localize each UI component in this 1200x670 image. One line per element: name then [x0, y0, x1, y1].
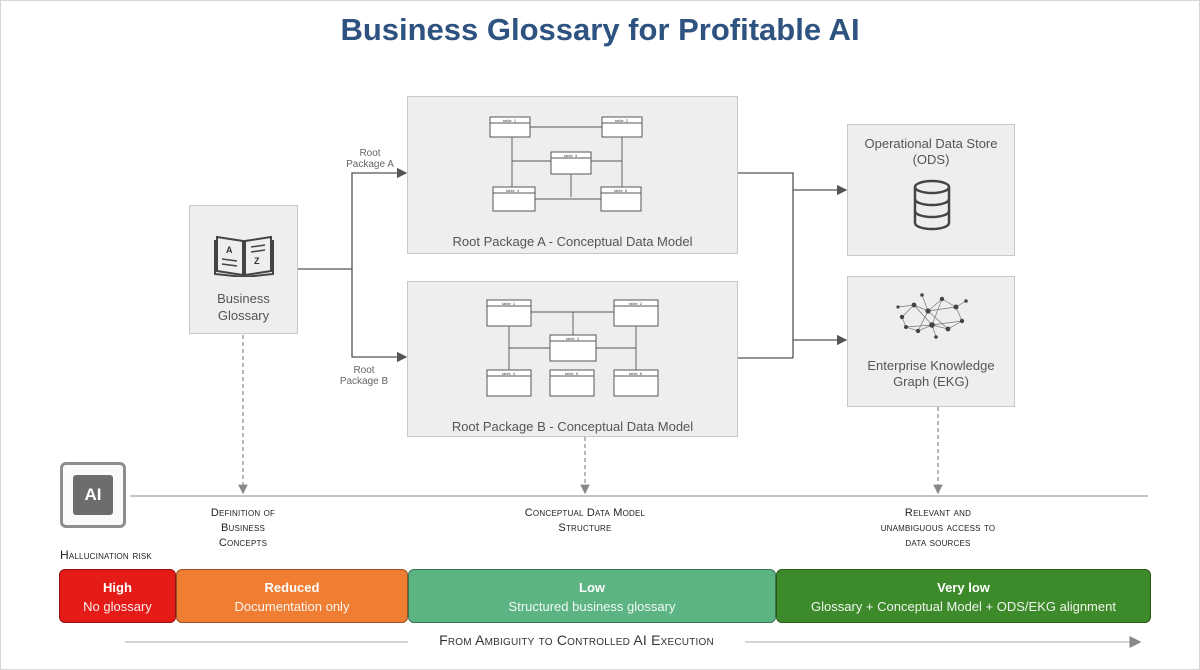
- package-a-caption: Root Package A - Conceptual Data Model: [452, 234, 693, 249]
- book-letter-z: Z: [254, 256, 260, 266]
- knowledge-graph-icon: [896, 293, 968, 339]
- business-glossary-box: A Z Business Glossary: [189, 205, 298, 334]
- pkg-b-table-label: table_2: [629, 301, 643, 306]
- risk-description: Structured business glossary: [508, 599, 676, 614]
- structure-caption-line1: Conceptual Data Model: [524, 507, 646, 519]
- package-b-model-diagram: table_1 table_2 table_3 table_4 table_5 …: [486, 299, 659, 397]
- definition-caption-line3: Concepts: [218, 537, 268, 549]
- ekg-box: Enterprise Knowledge Graph (EKG): [847, 276, 1015, 407]
- access-caption-line1: Relevant and: [904, 507, 972, 519]
- risk-segment-reduced: Reduced Documentation only: [176, 569, 408, 623]
- access-caption-line3: data sources: [905, 537, 971, 549]
- risk-level: Very low: [937, 580, 990, 595]
- root-package-a-box: table_1 table_2 table_3 table_4 table_5 …: [407, 96, 738, 254]
- ekg-label-line2: Graph (EKG): [893, 374, 969, 389]
- footer-caption: From Ambiguity to Controlled AI Executio…: [439, 632, 714, 648]
- structure-caption: Conceptual Data Model Structure: [490, 506, 680, 536]
- definition-caption: Definition of Business Concepts: [178, 506, 308, 551]
- risk-description: Glossary + Conceptual Model + ODS/EKG al…: [811, 599, 1116, 614]
- ods-box: Operational Data Store (ODS): [847, 124, 1015, 256]
- pkg-b-table-label: table_4: [502, 371, 516, 376]
- pkg-b-table-label: table_3: [566, 336, 580, 341]
- risk-level: Reduced: [264, 580, 320, 595]
- pkg-a-table-label: table_5: [614, 188, 628, 193]
- glossary-label-line1: Business: [217, 291, 270, 306]
- pkg-a-table-label: table_1: [503, 118, 517, 123]
- risk-segment-very-low: Very low Glossary + Conceptual Model + O…: [776, 569, 1151, 623]
- definition-caption-line2: Business: [220, 522, 266, 534]
- pkg-b-table-label: table_6: [629, 371, 643, 376]
- root-package-b-box: table_1 table_2 table_3 table_4 table_5 …: [407, 281, 738, 437]
- package-a-side-label-line1: Root: [359, 148, 381, 159]
- package-b-caption: Root Package B - Conceptual Data Model: [451, 419, 694, 434]
- package-b-side-label-line2: Package B: [339, 376, 389, 387]
- ods-label-line1: Operational Data Store: [864, 136, 998, 151]
- risk-level: Low: [579, 580, 605, 595]
- risk-description: No glossary: [83, 599, 152, 614]
- risk-title: Hallucination risk: [60, 548, 152, 562]
- pkg-a-table-label: table_2: [615, 118, 629, 123]
- database-icon: [913, 179, 951, 231]
- package-a-to-stores-line: [738, 172, 794, 358]
- package-a-side-label-line2: Package A: [346, 159, 394, 170]
- glossary-to-package-b-line: [351, 269, 408, 363]
- ai-badge-label: AI: [73, 475, 113, 515]
- ai-badge: AI: [60, 462, 126, 528]
- package-b-side-label: Root Package B: [329, 365, 399, 387]
- risk-level: High: [103, 580, 132, 595]
- glossary-label-line2: Glossary: [217, 308, 270, 323]
- book-letter-a: A: [226, 245, 233, 255]
- package-a-side-label: Root Package A: [335, 148, 405, 170]
- risk-segment-low: Low Structured business glossary: [408, 569, 776, 623]
- ods-label-line2: (ODS): [912, 152, 950, 167]
- risk-description: Documentation only: [234, 599, 350, 614]
- access-caption: Relevant and unambiguous access to data …: [848, 506, 1028, 551]
- glossary-to-packages-line: [298, 167, 408, 270]
- structure-caption-line2: Structure: [558, 522, 612, 534]
- access-caption-line2: unambiguous access to: [880, 522, 996, 534]
- package-a-model-diagram: table_1 table_2 table_3 table_4 table_5: [489, 116, 643, 212]
- risk-segment-high: High No glossary: [59, 569, 176, 623]
- definition-caption-line1: Definition of: [210, 507, 276, 519]
- book-icon: A Z: [214, 235, 274, 277]
- page-title: Business Glossary for Profitable AI: [340, 12, 860, 47]
- pkg-a-table-label: table_3: [564, 153, 578, 158]
- pkg-a-table-label: table_4: [506, 188, 520, 193]
- package-b-side-label-line1: Root: [353, 365, 375, 376]
- pkg-b-table-label: table_1: [502, 301, 516, 306]
- ekg-label-line1: Enterprise Knowledge: [867, 358, 995, 373]
- pkg-b-table-label: table_5: [565, 371, 579, 376]
